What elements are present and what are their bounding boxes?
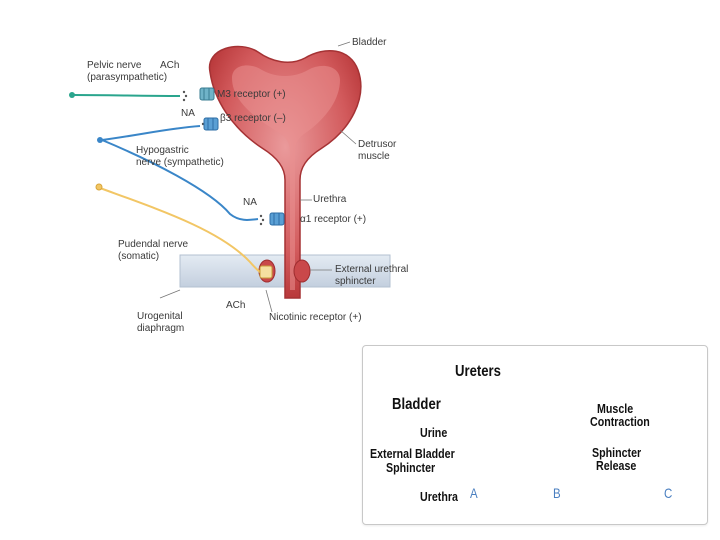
label-pudendal: Pudendal nerve [118,239,189,250]
label-release: Release [596,458,637,473]
hypogastric-nerve [101,125,201,141]
label-urethra-bottom: Urethra [420,489,458,504]
label-urogenital: Urogenital [137,311,183,322]
sphincter-right [293,259,311,283]
top-figure [69,41,391,313]
panel-letter-c: C [664,485,673,501]
label-parasympathetic: (parasympathetic) [87,72,168,83]
label-external-bladder: External Bladder [370,446,455,461]
label-urethra: Urethra [313,194,347,205]
m3-receptor-icon [199,87,215,101]
label-ach-bottom: ACh [226,300,246,311]
label-somatic: (somatic) [118,251,160,262]
bladder-lumen [232,65,340,290]
label-na-mid: NA [243,197,257,208]
label-beta3-receptor: β3 receptor (–) [220,113,286,124]
label-bladder: Bladder [352,37,387,48]
label-alpha1-receptor: α1 receptor (+) [300,214,367,225]
label-external-urethral: External urethral [335,264,409,275]
label-ach-top: ACh [160,60,180,71]
panel-letter-a: A [470,485,478,501]
label-sympathetic: nerve (sympathetic) [136,157,224,168]
label-m3-receptor: M3 receptor (+) [217,89,286,100]
label-muscle-b: Muscle [597,401,634,416]
label-muscle: muscle [358,151,390,162]
panel-letter-b: B [553,485,561,501]
label-nicotinic-receptor: Nicotinic receptor (+) [269,312,362,323]
pudendal-nerve [99,187,263,275]
label-sphincter: sphincter [335,276,376,287]
nicotinic-receptor-icon [259,265,273,279]
label-diaphragm: diaphragm [137,323,185,334]
label-contraction: Contraction [590,414,650,429]
label-detrusor: Detrusor [358,139,397,150]
hypogastric-nerve-branch [101,139,259,221]
bottom-panel-frame [362,345,708,525]
label-pelvic-nerve: Pelvic nerve [87,60,142,71]
label-urine: Urine [420,425,448,440]
label-sphincter-b: Sphincter [592,445,642,460]
label-ureters: Ureters [455,363,501,380]
label-bladder-bottom: Bladder [392,396,441,413]
label-na-top: NA [181,108,195,119]
pelvic-nerve [73,94,181,97]
label-hypogastric: Hypogastric [136,145,189,156]
beta3-receptor-icon [203,117,219,131]
alpha1-receptor-icon [269,212,285,226]
label-sphincter-a: Sphincter [386,460,436,475]
